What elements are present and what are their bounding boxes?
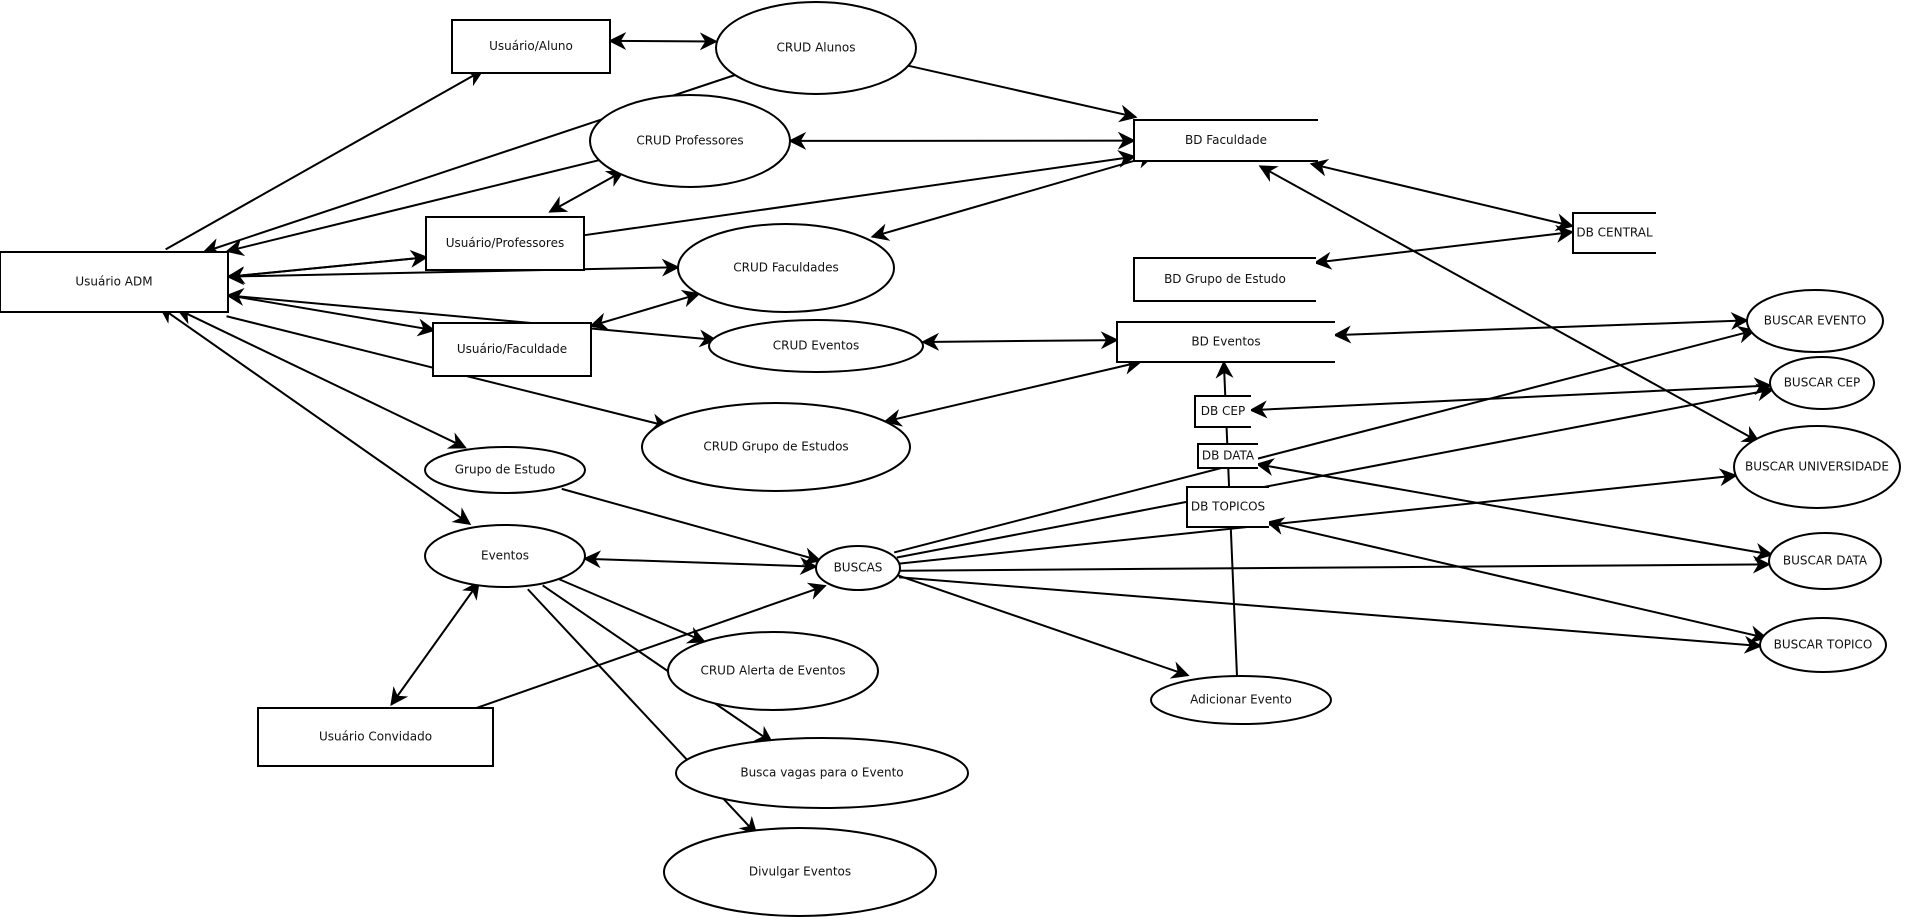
datastore-label: BD Eventos	[1191, 335, 1260, 349]
process-label: CRUD Grupo de Estudos	[703, 440, 848, 454]
datastore-label: BD Grupo de Estudo	[1164, 272, 1286, 286]
process-label: Grupo de Estudo	[455, 463, 556, 477]
edge-adm-to-eventos	[158, 306, 472, 525]
process-eventos[interactable]: Eventos	[424, 524, 586, 588]
edge-facul-to-crud_facul	[589, 289, 701, 331]
edge-bd_facul-to-crud_facul	[870, 151, 1156, 241]
process-label: BUSCAR CEP	[1784, 376, 1861, 390]
edge-db_data-to-b_data	[1255, 458, 1774, 561]
process-label: BUSCAR EVENTO	[1764, 314, 1867, 328]
edge-db_topicos-to-b_topico	[1265, 517, 1768, 644]
process-label: CRUD Eventos	[773, 339, 860, 353]
process-buscas[interactable]: BUSCAS	[815, 545, 901, 591]
edge-prof-to-crud_prof	[548, 170, 625, 213]
edge-eventos-to-busca_vagas	[542, 584, 774, 744]
datastore-label: DB CENTRAL	[1576, 226, 1653, 240]
actor-label: Usuário/Professores	[446, 236, 564, 250]
edge-adm-to-crud_eventos	[225, 287, 718, 348]
datastore-bd_grupo[interactable]: BD Grupo de Estudo	[1133, 257, 1316, 302]
process-label: Divulgar Eventos	[749, 865, 851, 879]
edge-convidado-to-eventos	[390, 580, 480, 706]
datastore-db_central[interactable]: DB CENTRAL	[1572, 212, 1656, 254]
edge-bd_facul-to-b_univ	[1258, 165, 1761, 443]
actor-prof[interactable]: Usuário/Professores	[425, 216, 585, 271]
edge-buscas-to-b_data	[900, 555, 1771, 574]
edge-buscas-to-b_univ	[899, 468, 1738, 565]
edge-crud_grupo-to-bd_eventos	[883, 356, 1143, 427]
edge-eventos-to-buscas	[582, 550, 818, 576]
process-b_evento[interactable]: BUSCAR EVENTO	[1746, 289, 1884, 353]
process-label: Busca vagas para o Evento	[740, 766, 903, 780]
edge-buscas-to-b_cep	[896, 383, 1775, 559]
process-b_topico[interactable]: BUSCAR TOPICO	[1759, 617, 1887, 673]
edge-db_cep-to-b_cep	[1249, 377, 1773, 419]
process-b_univ[interactable]: BUSCAR UNIVERSIDADE	[1733, 425, 1901, 509]
actor-aluno[interactable]: Usuário/Aluno	[451, 19, 611, 74]
process-b_cep[interactable]: BUSCAR CEP	[1769, 356, 1875, 410]
edge-aluno-to-crud_alunos	[608, 32, 718, 51]
datastore-label: BD Faculdade	[1185, 133, 1267, 147]
edge-buscas-to-b_evento	[893, 325, 1757, 554]
process-label: BUSCAR TOPICO	[1774, 638, 1873, 652]
process-crud_prof[interactable]: CRUD Professores	[589, 94, 791, 188]
process-busca_vagas[interactable]: Busca vagas para o Evento	[675, 737, 969, 809]
process-crud_eventos[interactable]: CRUD Eventos	[708, 319, 924, 373]
actor-facul[interactable]: Usuário/Faculdade	[432, 322, 592, 377]
process-label: BUSCAR DATA	[1783, 554, 1868, 568]
edge-buscas-to-adicionar	[894, 573, 1190, 679]
process-adicionar[interactable]: Adicionar Evento	[1150, 675, 1332, 725]
datastore-db_data[interactable]: DB DATA	[1197, 443, 1258, 469]
process-label: Eventos	[481, 549, 529, 563]
process-crud_alerta[interactable]: CRUD Alerta de Eventos	[667, 631, 879, 711]
edge-convidado-to-buscas	[459, 582, 827, 715]
edge-adm-to-grupo	[176, 308, 467, 449]
process-crud_alunos[interactable]: CRUD Alunos	[715, 1, 917, 95]
process-grupo[interactable]: Grupo de Estudo	[424, 446, 586, 494]
edge-crud_eventos-to-bd_eventos	[921, 331, 1119, 351]
edge-crud_prof-to-adm	[225, 158, 602, 257]
datastore-label: DB TOPICOS	[1191, 500, 1265, 514]
process-label: CRUD Alerta de Eventos	[700, 664, 845, 678]
process-crud_facul[interactable]: CRUD Faculdades	[677, 223, 895, 313]
actor-label: Usuário ADM	[75, 275, 152, 289]
datastore-db_cep[interactable]: DB CEP	[1194, 395, 1251, 428]
datastore-label: DB DATA	[1202, 449, 1255, 463]
actor-adm[interactable]: Usuário ADM	[0, 251, 229, 313]
edge-eventos-to-crud_alerta	[558, 578, 706, 644]
process-label: BUSCAS	[834, 561, 883, 575]
datastore-label: DB CEP	[1201, 404, 1245, 418]
actor-label: Usuário/Faculdade	[457, 342, 567, 356]
process-crud_grupo[interactable]: CRUD Grupo de Estudos	[641, 402, 911, 492]
process-label: CRUD Professores	[636, 134, 743, 148]
actor-label: Usuário Convidado	[319, 730, 432, 744]
process-label: CRUD Faculdades	[733, 261, 838, 275]
edge-adm-to-aluno	[165, 69, 485, 251]
edge-bd_eventos-to-b_evento	[1333, 312, 1749, 344]
actor-label: Usuário/Aluno	[489, 39, 573, 53]
process-label: BUSCAR UNIVERSIDADE	[1745, 460, 1889, 474]
process-label: Adicionar Evento	[1190, 693, 1292, 707]
edge-crud_alunos-to-bd_facul	[906, 64, 1138, 123]
datastore-bd_eventos[interactable]: BD Eventos	[1116, 321, 1335, 363]
edges-layer	[158, 32, 1775, 836]
process-label: CRUD Alunos	[777, 41, 856, 55]
process-b_data[interactable]: BUSCAR DATA	[1768, 532, 1882, 590]
edge-grupo-to-buscas	[561, 487, 822, 565]
datastore-db_topicos[interactable]: DB TOPICOS	[1186, 486, 1269, 528]
edge-adm-to-crud_facul	[226, 258, 680, 286]
edge-buscas-to-b_topico	[898, 576, 1763, 654]
process-divulgar[interactable]: Divulgar Eventos	[663, 827, 937, 917]
actor-convidado[interactable]: Usuário Convidado	[257, 707, 494, 767]
datastore-bd_facul[interactable]: BD Faculdade	[1133, 119, 1318, 162]
edge-bd_grupo-to-db_central	[1313, 224, 1575, 270]
